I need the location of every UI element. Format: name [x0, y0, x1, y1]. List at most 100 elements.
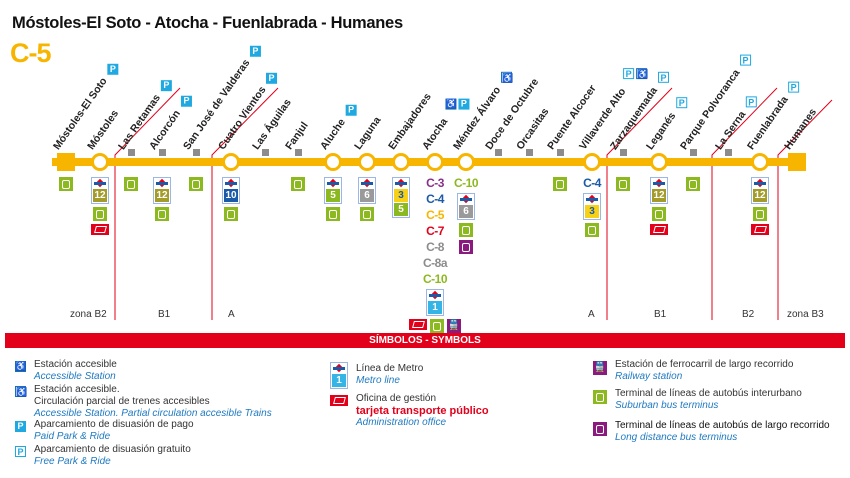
- station-marker-minor[interactable]: [619, 149, 627, 156]
- card-office-icon: [330, 395, 348, 406]
- bus-icon: [430, 319, 444, 333]
- metro-logo-icon: [653, 179, 665, 188]
- station-marker-minor[interactable]: [494, 149, 502, 156]
- legend-suburban-bus: Terminal de líneas de autobús interurban…: [593, 388, 802, 412]
- station-connections: 6: [358, 177, 376, 221]
- free-parking-icon: P: [740, 54, 752, 66]
- metro-logo-icon: [361, 179, 373, 188]
- zone-label: B2: [742, 309, 755, 320]
- paid-parking-icon: P: [107, 64, 119, 75]
- metro-connection: 6: [358, 177, 376, 204]
- station-services: P: [656, 72, 669, 84]
- paid-parking-icon: P: [266, 72, 278, 84]
- metro-connection: 12: [153, 177, 171, 204]
- station-connections: 12: [91, 177, 109, 235]
- free-parking-icon: P: [623, 67, 635, 79]
- legend-text: Aparcamiento de disuasión de pago: [34, 419, 194, 430]
- legend-text-en: Railway station: [615, 371, 683, 382]
- zone-label: B1: [158, 309, 171, 320]
- metro-line-number: 10: [224, 189, 238, 202]
- station-marker-major[interactable]: [426, 153, 444, 171]
- station-marker-minor[interactable]: [192, 149, 200, 156]
- station-marker-major[interactable]: [358, 153, 376, 171]
- bus-icon: [155, 207, 169, 221]
- free-parking-icon: P: [657, 72, 669, 84]
- metro-logo-icon: [586, 195, 598, 204]
- bus-icon: [93, 207, 107, 221]
- partial-accessible-icon: ♿: [15, 386, 28, 397]
- station-marker-major[interactable]: [751, 153, 769, 171]
- legend-text: Terminal de líneas de autobús interurban…: [615, 388, 802, 399]
- metro-logo-icon: [225, 179, 237, 188]
- accessible-icon: ♿: [15, 361, 27, 372]
- zone-label: A: [588, 309, 595, 320]
- paid-parking-icon: P: [160, 80, 172, 92]
- metro-connection: 5: [324, 177, 342, 204]
- bus-icon: [585, 223, 599, 237]
- metro-logo-icon: [333, 364, 345, 373]
- metro-line-number: 1: [428, 301, 442, 314]
- station-marker-major[interactable]: [650, 153, 668, 171]
- free-parking-icon: P: [15, 446, 26, 457]
- metro-connection: 12: [650, 177, 668, 204]
- station-connections: [124, 177, 138, 191]
- station-marker-minor[interactable]: [724, 149, 732, 156]
- accessible-icon: ♿: [445, 99, 457, 111]
- symbols-header: SÍMBOLOS - SYMBOLS: [5, 333, 845, 348]
- zone-label: B1: [654, 309, 667, 320]
- bus-icon: [553, 177, 567, 191]
- metro-line-number: 12: [753, 189, 767, 202]
- station-marker-major[interactable]: [222, 153, 240, 171]
- metro-connection: 3: [583, 193, 601, 220]
- station-marker-minor[interactable]: [158, 149, 166, 156]
- card-office-icon: [751, 224, 769, 235]
- station-connections: 10: [222, 177, 240, 221]
- railway-icon: 🚆: [447, 319, 461, 333]
- station-marker-minor[interactable]: [261, 149, 269, 156]
- station-marker-major[interactable]: [91, 153, 109, 171]
- card-office-icon: [650, 224, 668, 235]
- cercanias-line: C-4: [426, 192, 444, 206]
- metro-line-number: 12: [93, 189, 107, 202]
- station-marker-minor[interactable]: [556, 149, 564, 156]
- metro-logo-icon: [395, 179, 407, 188]
- bus-icon: [593, 390, 607, 404]
- legend-text: Terminal de líneas de autobús de largo r…: [615, 420, 830, 431]
- cercanias-line: C-7: [426, 224, 444, 238]
- station-marker-major[interactable]: [392, 153, 410, 171]
- legend-text-en: Free Park & Ride: [34, 456, 111, 467]
- station-marker-major[interactable]: [324, 153, 342, 171]
- paid-parking-icon: P: [15, 421, 26, 432]
- station-marker-minor[interactable]: [525, 149, 533, 156]
- station-marker-major[interactable]: [457, 153, 475, 171]
- page-title: Móstoles-El Soto - Atocha - Fuenlabrada …: [12, 14, 403, 32]
- station-marker-terminus[interactable]: [57, 153, 75, 171]
- metro-connection: 10: [222, 177, 240, 204]
- bus-icon: [360, 207, 374, 221]
- station-marker-minor[interactable]: [127, 149, 135, 156]
- legend-text: Oficina de gestión: [356, 393, 437, 404]
- metro-line-number: 6: [360, 189, 374, 202]
- station-marker-major[interactable]: [583, 153, 601, 171]
- station-connections: 12: [153, 177, 171, 221]
- station-connections: [616, 177, 630, 191]
- zone-line: [711, 87, 778, 320]
- connection-row: 🚆: [409, 319, 461, 333]
- metro-line-number: 3: [394, 189, 408, 202]
- station-services: P: [159, 79, 172, 92]
- metro-line-number: 12: [155, 189, 169, 202]
- paid-parking-icon: P: [345, 104, 357, 116]
- metro-line-number: 12: [652, 189, 666, 202]
- cercanias-line: C-10: [422, 272, 448, 286]
- metro-logo-icon: [429, 291, 441, 300]
- station-marker-minor[interactable]: [689, 149, 697, 156]
- station-marker-terminus[interactable]: [788, 153, 806, 171]
- metro-connection: 1: [426, 289, 444, 316]
- long-distance-bus-icon: [593, 422, 607, 436]
- station-services: P: [264, 72, 278, 84]
- station-marker-minor[interactable]: [294, 149, 302, 156]
- station-connections: 5: [324, 177, 342, 221]
